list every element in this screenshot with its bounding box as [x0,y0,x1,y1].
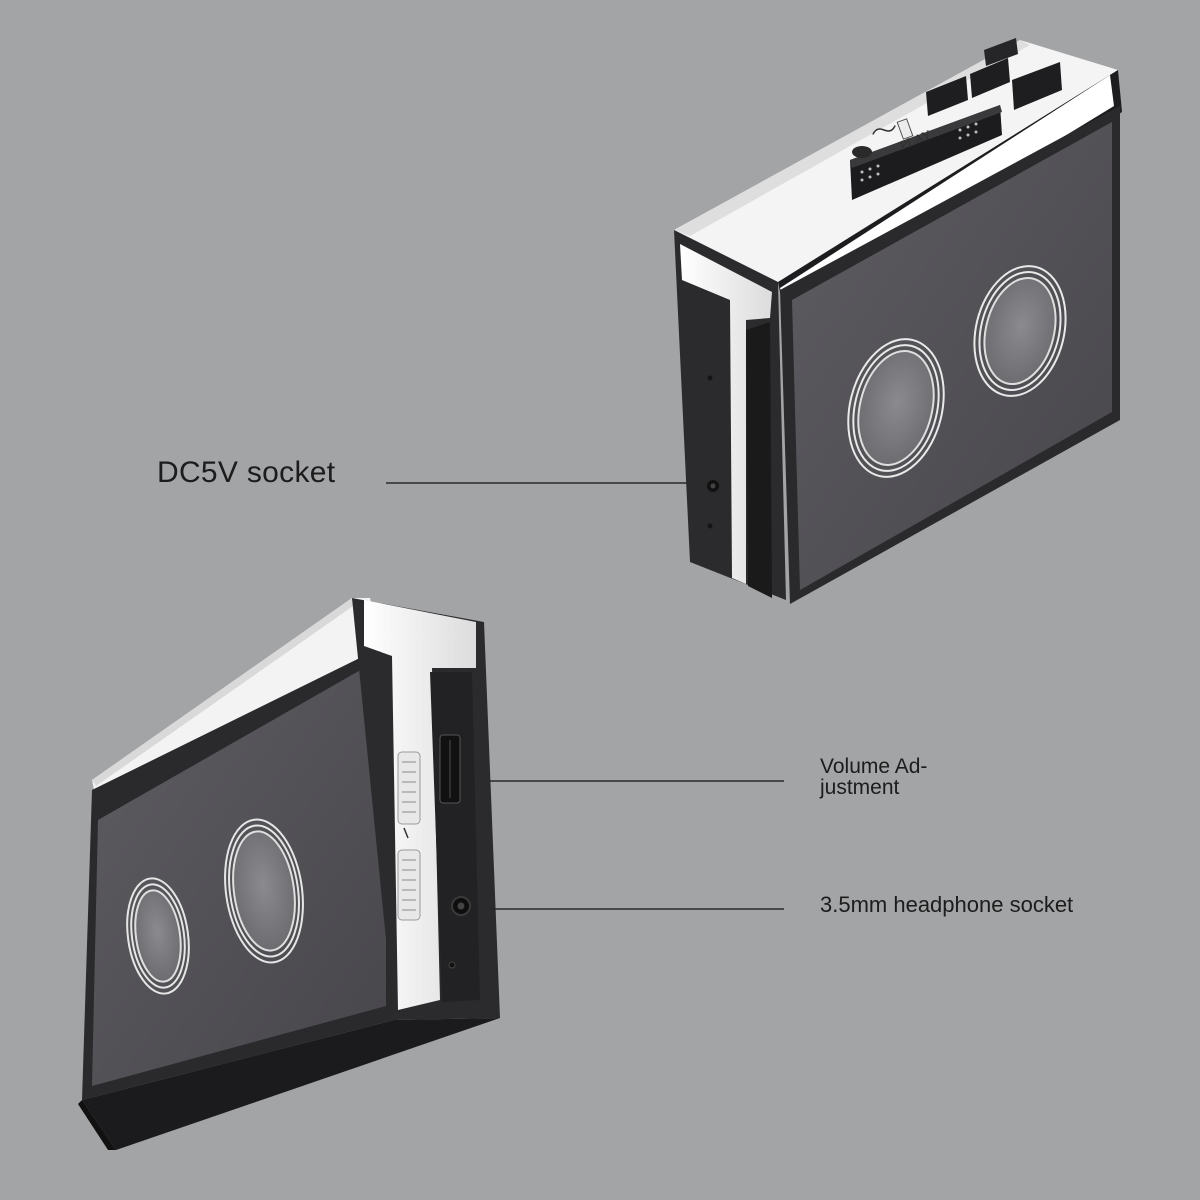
reel-window-right-bottom-device [224,818,304,964]
cassette-player-top-view: PLAY [674,38,1122,604]
small-button-1 [926,76,968,116]
reel-window-left [847,338,945,478]
play-button [850,105,1002,200]
small-button-4 [1012,62,1062,110]
reel-window-right [973,265,1067,397]
small-button-3 [984,38,1018,66]
volume-label-line-2: justment [820,776,900,799]
cassette-player-side-view [78,598,500,1150]
volume-label-line-1: Volume Ad- [820,755,928,778]
reel-window-left-bottom-device [126,877,190,995]
selector-knob [852,146,872,158]
headphone-socket-label: 3.5mm headphone socket [820,892,1074,917]
small-button-2 [970,58,1010,98]
volume-adjustment-label: Volume Ad- justment [820,756,990,798]
top-controls: PLAY [850,38,1062,200]
side-buttons [397,751,421,921]
dc5v-socket-label: DC5V socket [157,456,336,489]
